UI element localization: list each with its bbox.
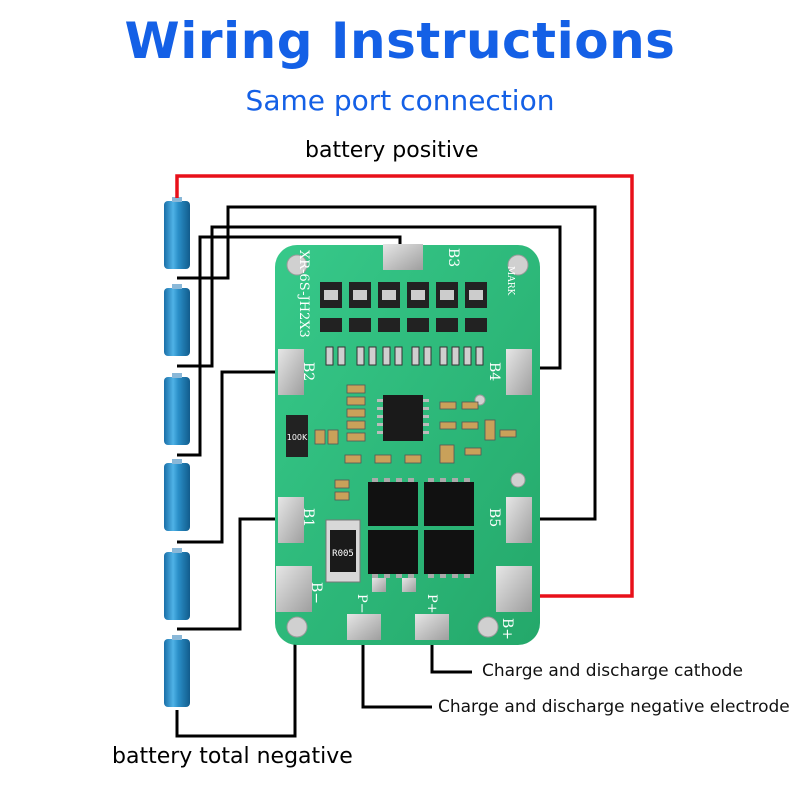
pad-b4	[506, 349, 532, 395]
mount-hole-icon	[286, 254, 308, 276]
resistor-100k-label: 100K	[287, 433, 308, 442]
pad-pplus	[415, 614, 449, 640]
pad-label-b3: B3	[445, 248, 461, 267]
battery-cell-6	[164, 635, 190, 707]
wire-b5	[177, 205, 597, 521]
page-title: Wiring Instructions	[124, 12, 676, 70]
battery-positive-label: battery positive	[305, 138, 479, 163]
battery-negative-label: battery total negative	[112, 744, 353, 769]
mount-hole-icon	[286, 616, 308, 638]
battery-cell-5	[164, 548, 190, 620]
wire-b4	[177, 225, 562, 370]
mosfets	[368, 478, 474, 578]
wire-b1	[177, 517, 282, 631]
mount-hole-icon	[477, 616, 499, 638]
pad-b2	[278, 349, 304, 395]
page-subtitle: Same port connection	[245, 84, 555, 117]
ic-pins	[377, 399, 429, 434]
resistor-100k	[286, 415, 308, 457]
wire-pminus	[361, 640, 432, 709]
pad-b1	[278, 497, 304, 543]
balance-wires	[175, 205, 597, 738]
wire-b3	[177, 235, 402, 457]
top-components	[320, 282, 487, 332]
battery-cell-4	[164, 459, 190, 531]
test-pad	[402, 578, 416, 592]
model-label: XR-6S-JH2X3	[296, 250, 311, 338]
pad-bminus	[276, 566, 312, 612]
bms-board: 100K R005 XR-6S-JH2X3 MARK B3 B2 B4 B1	[275, 244, 540, 645]
pad-b3	[383, 244, 423, 270]
wire-bminus	[175, 600, 297, 738]
pad-label-bminus: B−	[308, 582, 324, 604]
pad-label-b5: B5	[486, 508, 502, 527]
charge-negative-label: Charge and discharge negative electrode	[438, 697, 790, 717]
shunt-label: R005	[332, 549, 354, 559]
pad-label-bplus: B+	[499, 618, 515, 640]
wire-pplus	[430, 640, 472, 674]
test-pad	[372, 578, 386, 592]
battery-cell-3	[164, 373, 190, 445]
mount-hole-icon	[507, 254, 529, 276]
resistor-row	[325, 346, 484, 366]
battery-cell-2	[164, 284, 190, 356]
pad-label-b2: B2	[300, 362, 316, 381]
ic-chip	[383, 395, 423, 441]
pad-pminus	[347, 614, 381, 640]
mount-hole-icon	[510, 472, 526, 488]
pad-label-pplus: P+	[424, 594, 439, 614]
pad-label-pminus: P−	[354, 594, 369, 614]
wire-b2	[177, 370, 282, 544]
pad-b5	[506, 497, 532, 543]
battery-cell-1	[164, 197, 190, 269]
pad-bplus	[496, 566, 532, 612]
battery-stack	[164, 197, 190, 707]
charge-cathode-label: Charge and discharge cathode	[482, 661, 743, 681]
mark-label: MARK	[505, 266, 515, 295]
positive-wire	[175, 174, 634, 598]
silkscreen: XR-6S-JH2X3 MARK B3 B2 B4 B1 B5 B− B+ P−…	[296, 248, 515, 640]
capacitor-column	[314, 384, 517, 501]
pad-label-b1: B1	[300, 508, 316, 527]
pad-label-b4: B4	[486, 362, 502, 381]
